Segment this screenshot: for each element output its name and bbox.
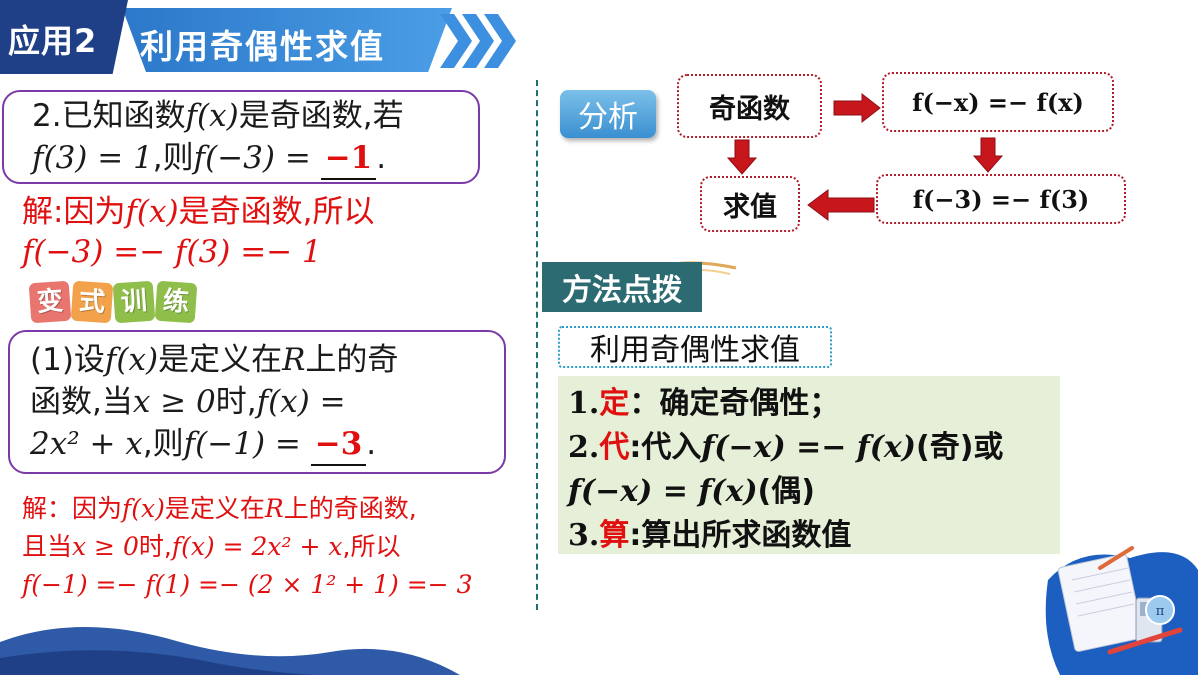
solution-text: 且当 xyxy=(22,532,73,561)
solution-text: 是奇函数,所以 xyxy=(178,194,375,230)
answer-blank: −1 xyxy=(320,138,377,180)
variant-label-char: 变 xyxy=(28,280,72,324)
method-step-3: 3.算:算出所求函数值 xyxy=(568,514,1003,558)
math-expr: f(x) xyxy=(185,98,239,134)
variant-solution: 解：因为f(x)是定义在R上的奇函数, 且当x ≥ 0时,f(x) = 2x² … xyxy=(22,490,472,604)
variant-label-char: 练 xyxy=(154,280,198,324)
math-expr: x ≥ 0 xyxy=(72,532,139,561)
problem-text: ,则 xyxy=(152,140,194,176)
step-keyword: 定 xyxy=(599,386,630,421)
flow-box-compute: f(−3) =− f(3) xyxy=(876,174,1126,224)
header-title: 利用奇偶性求值 xyxy=(140,27,385,66)
solution-text: 时, xyxy=(138,532,172,561)
problem-text: 2.已知函数 xyxy=(32,98,186,134)
math-expr: f(−x) = f(x) xyxy=(568,474,758,509)
variant-solution-line3: f(−1) =− f(1) =− (2 × 1² + 1) =− 3 xyxy=(22,570,473,599)
step-text: ：确定奇偶性； xyxy=(629,386,840,421)
variant-label-char: 式 xyxy=(70,280,114,324)
answer-blank: −3 xyxy=(310,424,367,466)
problem-text: 是奇函数,若 xyxy=(238,98,404,134)
math-expr: f(x) xyxy=(125,194,179,230)
chevron-right-icon xyxy=(462,14,494,68)
solution-text: ,所以 xyxy=(342,532,401,561)
arrow-right-icon xyxy=(833,92,881,124)
arrow-left-icon xyxy=(807,189,875,221)
math-expr: f(x) = 2x² + x xyxy=(171,532,343,561)
method-step-2: 2.代:代入f(−x) =− f(x)(奇)或 xyxy=(568,426,1003,470)
step-number: 3. xyxy=(568,518,600,553)
problem-2-line1: 2.已知函数f(x)是奇函数,若 xyxy=(32,96,404,136)
step-keyword: 算 xyxy=(599,518,630,553)
step-text: (偶) xyxy=(757,474,815,509)
solution-text: 解：因为 xyxy=(22,494,123,523)
solution-text: 解:因为 xyxy=(22,194,126,230)
math-notebook-illustration: π xyxy=(1045,546,1198,675)
math-expr: f(3) = 1 xyxy=(32,140,153,176)
arrow-down-icon xyxy=(726,139,758,175)
step-text: (奇)或 xyxy=(916,430,1004,465)
column-divider xyxy=(536,80,538,610)
math-expr: f(x) xyxy=(122,494,165,523)
solution-2-line2: f(−3) =− f(3) =− 1 xyxy=(22,234,322,270)
math-expr: 2x² + x xyxy=(30,426,143,462)
chevron-right-icon xyxy=(440,14,472,68)
method-step-1: 1.定：确定奇偶性； xyxy=(568,382,1003,426)
math-expr: R xyxy=(282,342,306,378)
problem-text: 时, xyxy=(215,384,257,420)
math-expr: f(−1) = xyxy=(183,426,311,462)
problem-text: 函数,当 xyxy=(30,384,133,420)
problem-2-line2: f(3) = 1,则f(−3) = −1. xyxy=(32,138,386,180)
method-subtitle: 利用奇偶性求值 xyxy=(558,326,832,368)
variant-solution-line1: 解：因为f(x)是定义在R上的奇函数, xyxy=(22,490,472,528)
math-expr: f(x) xyxy=(104,342,159,378)
variant-solution-line2: 且当x ≥ 0时,f(x) = 2x² + x,所以 xyxy=(22,528,472,566)
problem-2-box xyxy=(2,90,480,184)
step-text: :算出所求函数值 xyxy=(629,518,852,553)
solution-text: 上的奇函数, xyxy=(283,494,417,523)
problem-text: 是定义在 xyxy=(158,342,283,378)
math-expr: R xyxy=(264,494,284,523)
math-expr: f(−3) = xyxy=(193,140,321,176)
arrow-down-icon xyxy=(972,137,1004,173)
variant-training-label: 变式训练 xyxy=(28,280,198,326)
method-tip-tag: 方法点拨 xyxy=(542,262,702,312)
variant-problem-line2: 函数,当x ≥ 0时,f(x) = xyxy=(30,382,346,422)
step-number: 1. xyxy=(568,386,600,421)
math-expr: f(x) = xyxy=(256,384,346,420)
step-keyword: 代 xyxy=(599,430,630,465)
header-title-band xyxy=(122,8,452,72)
method-steps: 1.定：确定奇偶性； 2.代:代入f(−x) =− f(x)(奇)或 f(−x)… xyxy=(568,382,1003,558)
variant-label-char: 训 xyxy=(112,280,156,324)
problem-text: 上的奇 xyxy=(305,342,399,378)
solution-text: 是定义在 xyxy=(164,494,265,523)
step-number: 2. xyxy=(568,430,600,465)
pi-symbol: π xyxy=(1156,604,1165,619)
analysis-label: 分析 xyxy=(560,90,656,138)
variant-problem-box xyxy=(8,330,506,474)
bottom-wave-decoration xyxy=(0,627,460,675)
flow-box-odd-relation: f(−x) =− f(x) xyxy=(882,72,1114,132)
problem-text: . xyxy=(376,140,387,176)
problem-text: ,则 xyxy=(142,426,184,462)
math-expr: x ≥ 0 xyxy=(132,384,216,420)
method-step-2-cont: f(−x) = f(x)(偶) xyxy=(568,470,1003,514)
method-steps-panel xyxy=(558,376,1060,554)
math-expr: f(−x) =− f(x) xyxy=(701,430,916,465)
chevron-right-icon xyxy=(484,14,516,68)
solution-2-line1: 解:因为f(x)是奇函数,所以 xyxy=(22,192,374,232)
header-badge xyxy=(0,0,128,74)
problem-text: (1)设 xyxy=(30,342,105,378)
header-badge-label: 应用2 xyxy=(8,22,98,60)
flow-box-evaluate: 求值 xyxy=(700,176,800,232)
variant-problem-line1: (1)设f(x)是定义在R上的奇 xyxy=(30,340,398,380)
flow-box-odd-function: 奇函数 xyxy=(677,74,822,138)
problem-text: . xyxy=(366,426,377,462)
variant-problem-line3: 2x² + x,则f(−1) = −3. xyxy=(30,424,376,466)
step-text: :代入 xyxy=(629,430,702,465)
